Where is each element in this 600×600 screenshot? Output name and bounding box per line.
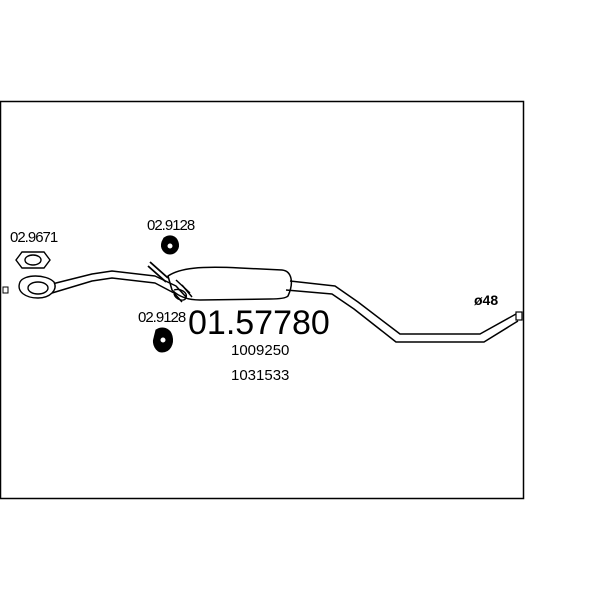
gasket-label: 02.9671: [10, 229, 58, 246]
hanger-bottom-label: 02.9128: [138, 309, 186, 326]
hanger-bottom-icon: [153, 327, 173, 353]
oe-number-1: 1009250: [231, 342, 289, 359]
middle-silencer: [147, 261, 293, 301]
hanger-top-icon: [161, 235, 179, 255]
hanger-top-label: 02.9128: [147, 217, 195, 234]
inlet-bracket: [173, 288, 187, 301]
diameter-label: ø48: [474, 292, 498, 308]
exhaust-pipe: [51, 270, 519, 343]
part-number: 01.57780: [188, 304, 330, 342]
left-end-marker: [2, 286, 9, 294]
right-end-marker: [515, 311, 523, 321]
diagram-frame: [0, 100, 525, 500]
oe-number-2: 1031533: [231, 367, 289, 384]
gasket-icon: [15, 251, 56, 299]
